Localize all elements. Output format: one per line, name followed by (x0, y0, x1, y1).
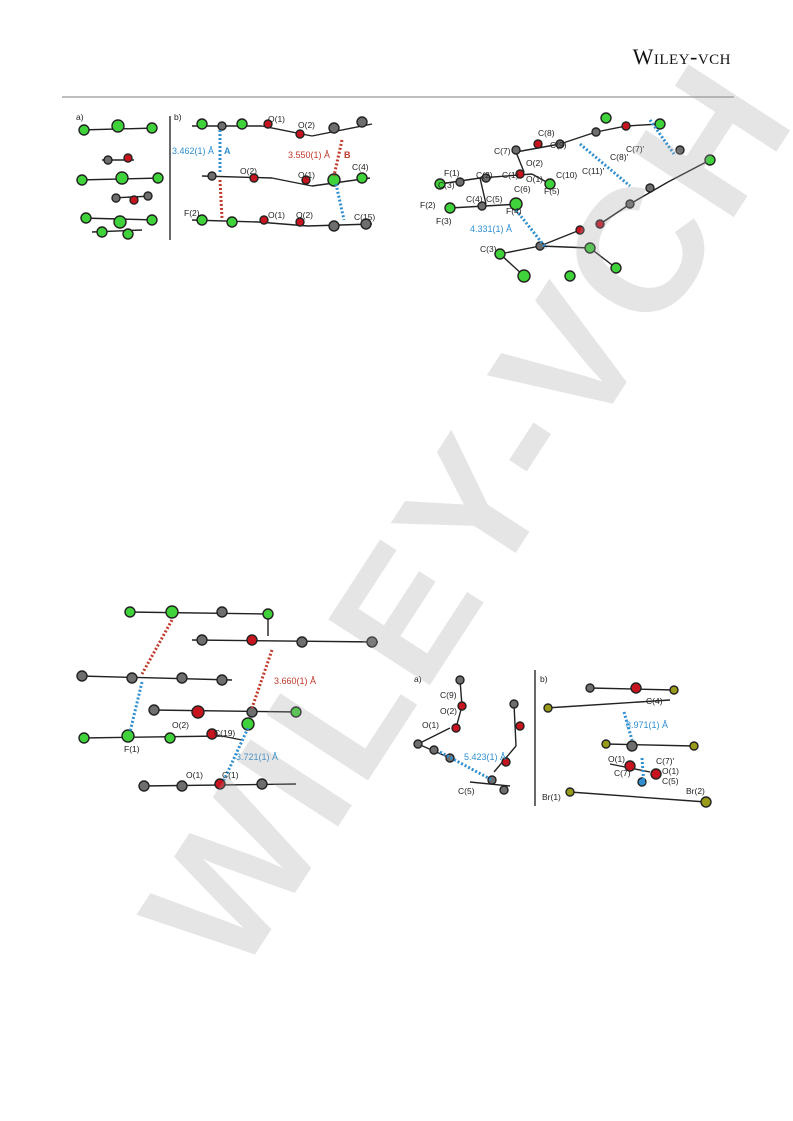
atom-label: C(7) (494, 146, 511, 156)
panel-a-label: a) (414, 674, 422, 684)
figure-4: a) b) 5.423(1) Å 3.971(1) Å C(9) O(2) O(… (410, 662, 726, 810)
panel-b-structure (191, 116, 373, 232)
atom-label: C(4) (646, 696, 663, 706)
contact-line (579, 142, 631, 188)
panel-b-label: b) (174, 112, 182, 122)
contact-red-line (218, 179, 224, 219)
panel-a-label: a) (76, 112, 84, 122)
atom-label: O(2) (440, 706, 457, 716)
contact-line (648, 119, 676, 155)
contact-line (439, 750, 493, 782)
atom-label: F(2) (420, 200, 436, 210)
atom-label: O(1) (662, 766, 679, 776)
atom-label: O(1) (268, 210, 285, 220)
atom-label: C(10) (556, 170, 577, 180)
atom-label: O(2) (296, 210, 313, 220)
contact-blue-line (128, 681, 144, 733)
atom-label: O(1) (422, 720, 439, 730)
atom-label: O(1) (268, 114, 285, 124)
atom-label: O(2) (240, 166, 257, 176)
atom-label: F(1) (124, 744, 140, 754)
atom-label: C(5) (458, 786, 475, 796)
atom-label: C(11)' (582, 166, 605, 176)
atom-label: C(7) (614, 768, 631, 778)
contact-blue-line (334, 183, 346, 221)
atom-label: C(15) (354, 212, 375, 222)
atom-label: C(4) (466, 194, 483, 204)
distance-b: 3.550(1) Å (288, 150, 330, 160)
distance-b: 3.971(1) Å (626, 720, 668, 730)
atom-label: O(1) (298, 170, 315, 180)
header-rule (62, 96, 734, 98)
figure-1: a) b) 3.462(1) Å A 3.550(1) Å B O(1) O(2… (72, 108, 390, 248)
atom-label: Br(2) (686, 786, 705, 796)
marker-a: A (224, 146, 231, 156)
figure-3: 3.660(1) Å 3.721(1) Å F(1) O(2) C(19) O(… (72, 600, 392, 810)
distance-a: 3.462(1) Å (172, 146, 214, 156)
figure-2: 4.331(1) Å C(8) C(9) C(7) O(2) C(10) C(1… (420, 104, 730, 294)
contact-blue-line (222, 727, 250, 781)
contact-red-line (250, 649, 274, 709)
atom-label: C(7)' (656, 756, 675, 766)
distance-blue: 3.721(1) Å (236, 752, 278, 762)
atom-label: F(2) (184, 208, 200, 218)
panel-b-structure (543, 682, 712, 808)
atom-label: O(1) (526, 174, 543, 184)
figure-4-drawing: a) b) 5.423(1) Å 3.971(1) Å C(9) O(2) O(… (413, 670, 712, 808)
figure-3-structure (76, 605, 379, 792)
distance-a: 5.423(1) Å (464, 752, 506, 762)
atom-label: C(3) (480, 244, 497, 254)
panel-b-label: b) (540, 674, 548, 684)
atom-label: C(9) (440, 690, 457, 700)
atom-label: O(2) (298, 120, 315, 130)
atom-label: C(5) (486, 194, 503, 204)
atom-label: C(8)' (610, 152, 629, 162)
atom-label: C(3) (438, 180, 455, 190)
atom-label: C(9) (550, 140, 567, 150)
contact-b-line (332, 139, 344, 177)
marker-b: B (344, 150, 351, 160)
atom-label: C(6) (514, 184, 531, 194)
figure-2-drawing: 4.331(1) Å C(8) C(9) C(7) O(2) C(10) C(1… (420, 112, 716, 283)
figure-3-drawing: 3.660(1) Å 3.721(1) Å F(1) O(2) C(19) O(… (76, 605, 379, 792)
figure-2-structure (434, 112, 716, 283)
atom-label: O(1) (186, 770, 203, 780)
publisher-logo: Wiley-VCH (632, 44, 731, 69)
contact-line (640, 757, 646, 787)
atom-label: C(2) (476, 170, 493, 180)
atom-label: C(19) (214, 728, 235, 738)
atom-label: O(1) (608, 754, 625, 764)
atom-label: C(4) (352, 162, 369, 172)
atom-label: C(1) (222, 770, 239, 780)
atom-label: F(1) (444, 168, 460, 178)
atom-label: O(2) (526, 158, 543, 168)
panel-a-structure (76, 119, 164, 240)
atom-label: C(8) (538, 128, 555, 138)
atom-label: C(5) (662, 776, 679, 786)
atom-label: F(4) (506, 206, 522, 216)
atom-label: C(1) (502, 170, 519, 180)
contact-line (622, 711, 634, 741)
atom-label: C(7)' (626, 144, 645, 154)
atom-label: O(2) (172, 720, 189, 730)
atom-label: F(5) (544, 186, 560, 196)
atom-label: F(3) (436, 216, 452, 226)
panel-a-structure (413, 675, 525, 795)
atom-label: Br(1) (542, 792, 561, 802)
distance-red: 3.660(1) Å (274, 676, 316, 686)
distance: 4.331(1) Å (470, 224, 512, 234)
figure-1-drawing: a) b) 3.462(1) Å A 3.550(1) Å B O(1) O(2… (76, 112, 375, 240)
contact-red-line (140, 619, 174, 675)
contact-line (514, 209, 548, 249)
